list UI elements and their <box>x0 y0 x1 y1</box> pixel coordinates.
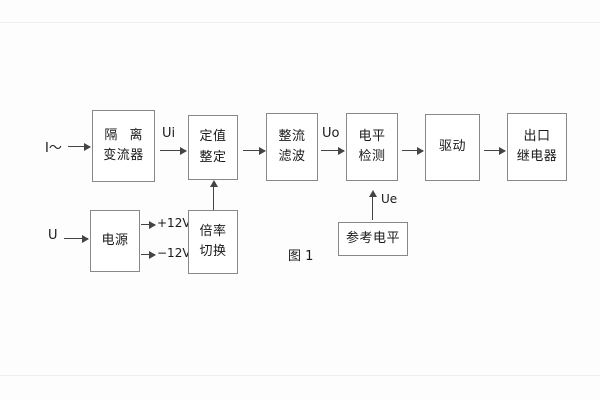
block-rectify-filter: 整流 滤波 <box>266 113 318 181</box>
block-rectify-filter-line-1: 整流 <box>278 128 306 144</box>
block-power-supply-line-1: 电源 <box>101 232 129 248</box>
block-output-relay-line-2: 继电器 <box>516 149 558 164</box>
arrow-voltage-input-to-power-supply <box>64 234 89 243</box>
figure-caption: 图 1 <box>288 249 314 264</box>
ue-signal-label: Ue <box>381 192 398 206</box>
block-reference-level-line-1: 参考电平 <box>345 230 400 246</box>
arrow-level-detect-to-drive <box>402 146 424 155</box>
block-multiplier-switch-line-2: 切换 <box>199 244 227 259</box>
block-isolation-ct: 隔 离 变流器 <box>92 110 155 182</box>
arrow-multiplier-switch-to-setting <box>209 180 218 210</box>
supply-positive-label: +12V <box>157 216 191 230</box>
block-level-detect: 电平 检测 <box>346 113 398 181</box>
arrow-setting-to-rectify-filter <box>243 146 266 155</box>
block-drive: 驱动 <box>425 114 480 181</box>
supply-negative-label: −12V <box>157 246 191 260</box>
figure-bottom-rule <box>0 375 600 376</box>
arrow-current-input-to-isolation-ct <box>68 142 91 151</box>
arrow-isolation-ct-to-setting <box>160 146 187 155</box>
block-isolation-ct-line-1: 隔 离 <box>104 127 147 143</box>
block-isolation-ct-line-2: 变流器 <box>103 148 144 163</box>
arrow-drive-to-output-relay <box>484 146 506 155</box>
ui-signal-label: Ui <box>162 126 176 141</box>
block-output-relay-line-1: 出口 <box>523 128 551 144</box>
arrow-reference-level-to-level-detect <box>368 190 377 220</box>
block-rectify-filter-line-2: 滤波 <box>278 149 306 164</box>
block-multiplier-switch: 倍率 切换 <box>188 210 238 274</box>
block-power-supply: 电源 <box>90 210 140 272</box>
block-multiplier-switch-line-1: 倍率 <box>199 223 227 239</box>
block-reference-level: 参考电平 <box>338 222 408 256</box>
block-drive-line-1: 驱动 <box>438 139 466 155</box>
arrow-supply-positive <box>141 220 156 229</box>
block-setting-line-2: 整定 <box>199 149 227 165</box>
block-setting-line-1: 定值 <box>199 129 227 145</box>
block-level-detect-line-2: 检测 <box>358 149 386 164</box>
current-input-label: I～ <box>45 141 62 156</box>
arrow-rectify-filter-to-level-detect <box>321 146 345 155</box>
block-setting: 定值 整定 <box>188 115 238 180</box>
arrow-supply-negative <box>141 250 156 259</box>
figure-top-rule <box>0 22 600 23</box>
uo-signal-label: Uo <box>322 126 340 141</box>
block-level-detect-line-1: 电平 <box>358 128 386 144</box>
block-output-relay: 出口 继电器 <box>507 113 567 181</box>
voltage-input-label: U <box>48 228 58 243</box>
